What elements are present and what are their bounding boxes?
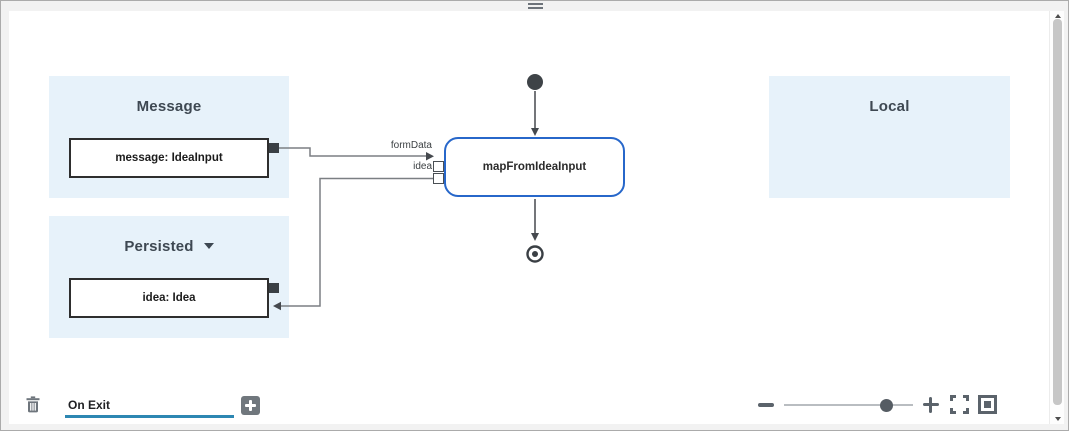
end-event[interactable] (526, 199, 544, 263)
edge-node-to-idea[interactable] (273, 177, 433, 311)
variable-box-message[interactable]: message: IdeaInput (69, 138, 269, 178)
add-tab-button[interactable] (241, 396, 260, 415)
output-connector[interactable] (269, 143, 279, 153)
drag-handle-bar (528, 3, 543, 5)
variable-box-idea[interactable]: idea: Idea (69, 278, 269, 318)
input-port-formdata[interactable] (433, 161, 444, 172)
square-in-square-inner (984, 401, 991, 408)
scrollbar-thumb[interactable] (1053, 19, 1062, 405)
output-connector[interactable] (269, 283, 279, 293)
zoom-slider-thumb[interactable] (880, 398, 893, 412)
variable-label: message: IdeaInput (115, 152, 223, 164)
start-event[interactable] (527, 74, 543, 136)
square-in-square-icon[interactable] (978, 395, 997, 414)
trash-icon[interactable] (25, 396, 41, 413)
scope-panel-local: Local (769, 76, 1010, 198)
zoom-in-icon[interactable] (922, 396, 939, 413)
scope-panel-message: Message (49, 76, 289, 198)
plus-icon (249, 400, 252, 411)
input-port-idea[interactable] (433, 173, 444, 184)
port-label: idea (413, 161, 432, 172)
tab-input-underline (65, 415, 234, 418)
scope-panel-persisted: Persisted (49, 216, 289, 338)
tab-name-input[interactable] (68, 397, 228, 413)
mapping-canvas[interactable]: Message Persisted Local message: IdeaInp… (9, 11, 1049, 424)
fullscreen-corners-icon[interactable] (950, 395, 969, 414)
drag-handle-bar (528, 7, 543, 9)
panel-resize-handle-icon[interactable] (528, 3, 543, 11)
variable-label: idea: Idea (142, 292, 196, 304)
scrollbar-down-icon[interactable] (1050, 414, 1065, 424)
panel-title: Message (136, 98, 202, 115)
panel-title-text: Persisted (124, 238, 194, 255)
caret-down-icon[interactable] (203, 243, 214, 249)
vertical-scrollbar[interactable] (1049, 11, 1064, 424)
mapping-node-label: mapFromIdeaInput (482, 161, 587, 173)
port-label: formData (390, 140, 432, 151)
scrollbar-up-icon[interactable] (1050, 11, 1065, 21)
zoom-out-icon[interactable] (758, 403, 774, 407)
panel-title: Persisted (49, 238, 289, 255)
panel-title: Local (869, 98, 910, 115)
plus-icon-bar (928, 396, 933, 413)
zoom-slider-track[interactable] (784, 404, 913, 406)
mapping-node[interactable]: mapFromIdeaInput (444, 137, 625, 197)
